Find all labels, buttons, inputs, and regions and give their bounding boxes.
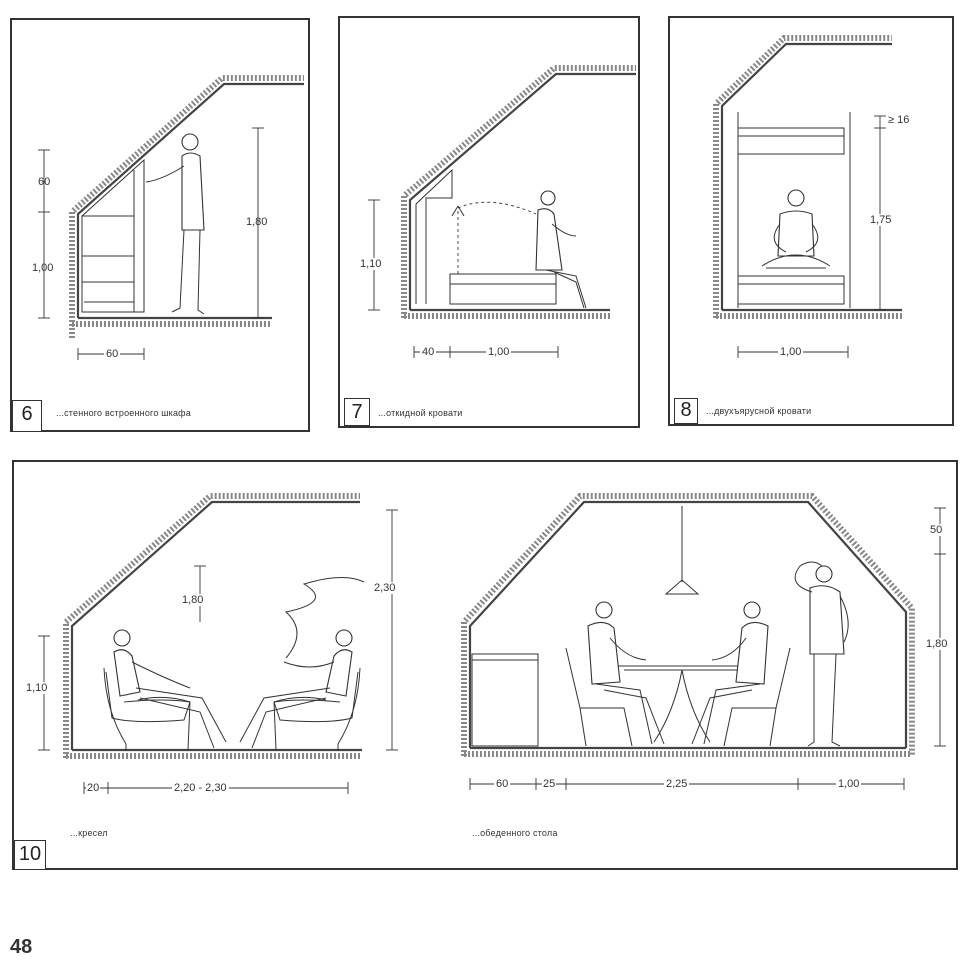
- dim-label-180: 1,80: [246, 216, 268, 228]
- dim-label-180-right: 1,80: [926, 638, 948, 650]
- folding-bed-drawing: [368, 65, 636, 358]
- panel-number-8: 8: [674, 398, 698, 424]
- seated-person-left: [113, 629, 227, 749]
- panel-caption-10-dining: ...обеденного стола: [472, 828, 558, 838]
- folding-arrow: [457, 201, 537, 274]
- dim-label-180-left: 1,80: [182, 594, 204, 606]
- attic-wall-hatch: [69, 75, 304, 338]
- dim-label-25: 25: [542, 778, 557, 790]
- wardrobe-drawing: [38, 75, 304, 360]
- pendant-lamp: [664, 506, 700, 595]
- sideboard: [471, 653, 539, 747]
- armchair-left: [103, 667, 191, 751]
- attic-wall: [720, 42, 892, 310]
- dining-table: [618, 665, 748, 743]
- dim-label-110: 1,10: [360, 258, 382, 270]
- dim-label-width-60: 60: [104, 348, 121, 360]
- dim-label-16: ≥ 16: [888, 114, 910, 126]
- dim-label-60: 60: [38, 176, 51, 188]
- diner-right: [691, 601, 791, 747]
- bunk-bed: [737, 112, 851, 308]
- dim-label-100: 1,00: [778, 346, 804, 358]
- panel-caption-7: ...откидной кровати: [378, 408, 463, 418]
- dim-label-225: 2,25: [664, 778, 690, 790]
- dim-label-175: 1,75: [870, 214, 892, 226]
- panel-6-built-in-wardrobe: 60 1,00 1,80 60 6 ...стенного встроенног…: [10, 18, 310, 432]
- standing-person-figure: [145, 133, 205, 315]
- dim-label-20: 20: [86, 782, 101, 794]
- dim-label-220-230: 2,20 - 2,30: [172, 782, 229, 794]
- attic-wall-hatch-right: [461, 493, 915, 756]
- panel-number-10: 10: [14, 840, 46, 870]
- folded-bed-frame: [415, 168, 453, 304]
- standing-person-right: [794, 561, 849, 747]
- page-number: 48: [10, 936, 33, 958]
- dim-label-100: 1,00: [32, 262, 54, 274]
- dim-label-230: 2,30: [374, 582, 396, 594]
- panel-10-armchairs-and-dining: 1,10 1,80 2,30 20 2,20 - 2,30 50 1,80 60…: [12, 460, 958, 870]
- attic-wall-hatch: [401, 65, 636, 318]
- attic-wall-left: [70, 500, 360, 750]
- panel-caption-8: ...двухъярусной кровати: [706, 406, 812, 416]
- dim-label-50: 50: [930, 524, 943, 536]
- sitting-person-figure: [535, 190, 587, 309]
- attic-wall-hatch-left: [63, 493, 360, 758]
- smoke-swirl: [284, 577, 365, 659]
- cross-legged-person-figure: [761, 189, 831, 269]
- attic-wall: [76, 82, 304, 318]
- wardrobe: [81, 158, 145, 313]
- attic-wall-right: [468, 500, 908, 748]
- seated-person-right: [239, 629, 353, 749]
- panel-caption-10-armchairs: ...кресел: [70, 828, 108, 838]
- panel-number-7: 7: [344, 398, 370, 426]
- dim-label-100: 1,00: [486, 346, 512, 358]
- attic-wall-hatch: [713, 35, 892, 318]
- attic-wall: [408, 72, 636, 310]
- dim-label-40: 40: [420, 346, 437, 358]
- bed: [449, 273, 557, 305]
- dim-label-100: 1,00: [836, 778, 862, 790]
- panel-number-6: 6: [12, 400, 42, 432]
- diner-left: [565, 601, 665, 747]
- panel-7-folding-bed: 1,10 40 1,00 7 ...откидной кровати: [338, 16, 640, 428]
- panel-caption-6: ...стенного встроенного шкафа: [56, 408, 191, 418]
- panel-8-bunk-bed: ≥ 16 1,75 1,00 8 ...двухъярусной кровати: [668, 16, 954, 426]
- armchairs-and-dining-drawing: [38, 493, 946, 794]
- dim-label-110: 1,10: [26, 682, 48, 694]
- dim-label-60: 60: [494, 778, 511, 790]
- bunk-bed-drawing: [713, 35, 902, 358]
